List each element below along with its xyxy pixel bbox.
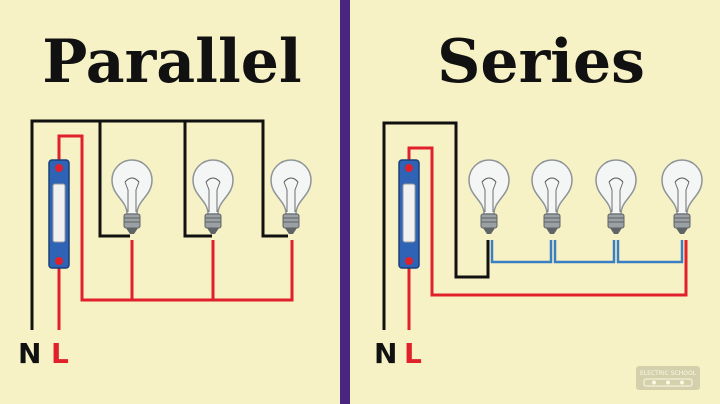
parallel-neutral-wire bbox=[30, 119, 288, 330]
series-title: Series bbox=[437, 27, 645, 97]
parallel-live-wire bbox=[57, 134, 294, 330]
parallel-title: Parallel bbox=[42, 27, 301, 97]
series-switch-icon bbox=[398, 159, 420, 269]
parallel-terminal-n: N bbox=[18, 337, 41, 370]
panel-divider bbox=[340, 0, 350, 404]
parallel-panel: Parallel N L bbox=[18, 27, 312, 370]
parallel-terminal-l: L bbox=[51, 337, 69, 370]
series-neutral-wire bbox=[382, 121, 490, 330]
series-terminal-n: N bbox=[374, 337, 397, 370]
parallel-switch-icon bbox=[48, 159, 70, 269]
series-panel: Series N L ELECTRIC SCHOOL bbox=[374, 27, 703, 390]
series-link-wire bbox=[490, 240, 684, 264]
series-terminal-l: L bbox=[404, 337, 422, 370]
watermark-logo: ELECTRIC SCHOOL bbox=[636, 366, 700, 390]
watermark-text: ELECTRIC SCHOOL bbox=[640, 370, 697, 377]
series-live-wire bbox=[407, 146, 688, 330]
